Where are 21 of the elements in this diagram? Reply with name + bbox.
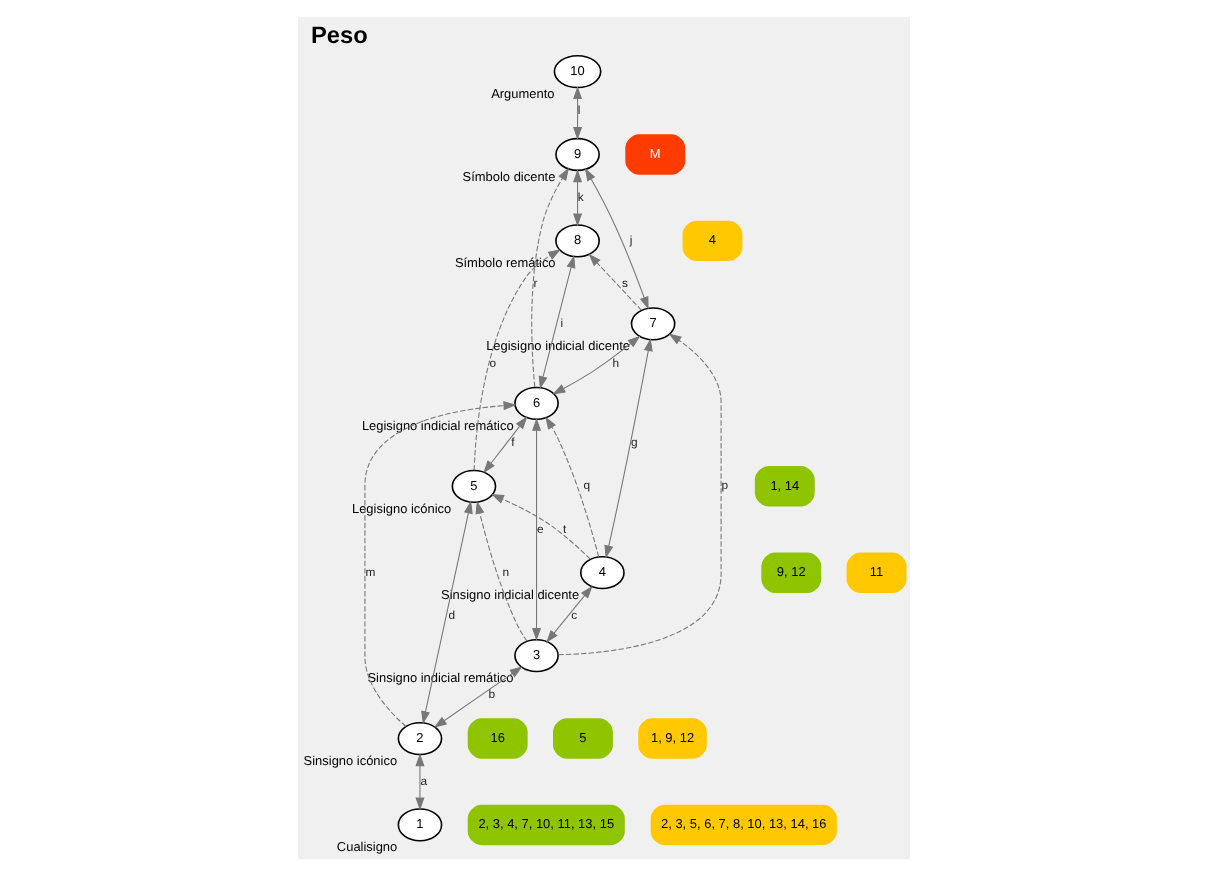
- arrow: [604, 338, 653, 559]
- arrow: [588, 253, 642, 311]
- arrow: [473, 249, 562, 471]
- arrow: [532, 417, 542, 641]
- arrow: [545, 416, 600, 558]
- arrow: [415, 753, 425, 811]
- arrow: [491, 494, 591, 560]
- diagram-title: Peso: [310, 21, 368, 50]
- arrow: [557, 333, 722, 656]
- arrow: [584, 168, 649, 310]
- arrow: [364, 401, 517, 727]
- arrow: [573, 86, 583, 140]
- arrow: [475, 500, 528, 642]
- arrow: [552, 335, 641, 395]
- arrow: [483, 416, 528, 474]
- arrow: [433, 666, 523, 728]
- arrow: [421, 500, 473, 725]
- arrow: [531, 167, 570, 388]
- arrow: [546, 585, 593, 643]
- arrow: [573, 169, 583, 227]
- arrow: [538, 255, 576, 390]
